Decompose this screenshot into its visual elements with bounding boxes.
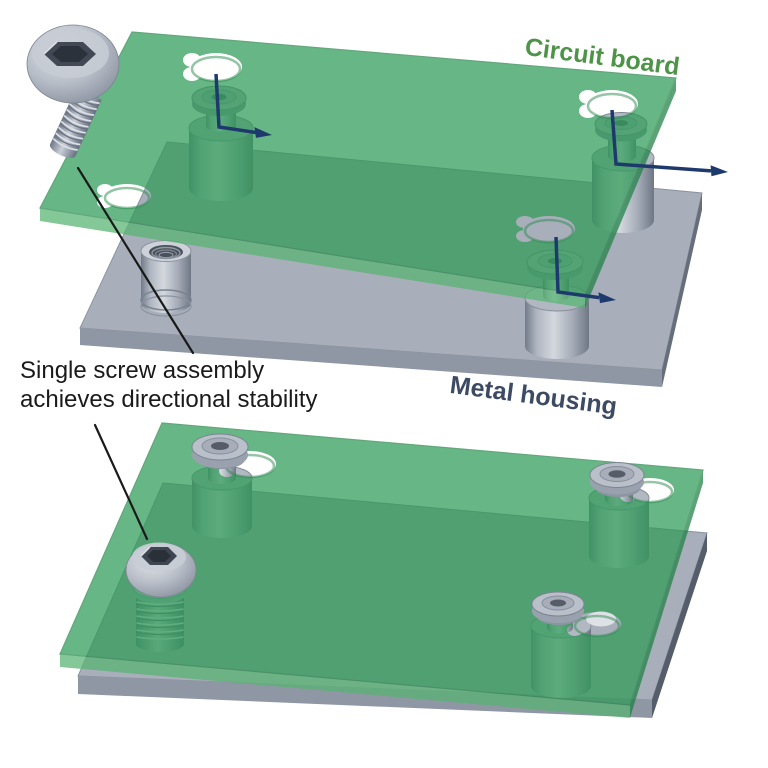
arrowhead-icon: [710, 165, 728, 177]
threaded-insert: [140, 240, 192, 317]
axis-arrowheads: [254, 127, 728, 304]
leader-line-to-assembled-screw: [93, 423, 149, 541]
circuit-board: [39, 31, 677, 308]
annotation-line-1: Single screw assembly: [20, 357, 265, 384]
arrowhead-icon: [598, 292, 616, 304]
axis-arrow-icon: [214, 73, 257, 135]
leader-line-to-screw: [76, 166, 195, 355]
board-front-face: [40, 208, 585, 308]
assembled-view: [59, 422, 708, 718]
board-side-face: [630, 470, 703, 718]
board-hole-rims: [103, 55, 638, 244]
plate-front-face: [80, 328, 662, 387]
annotation-callout: Single screw assembly achieves direction…: [20, 356, 317, 414]
standoff-head-right: [589, 462, 645, 497]
board-top-face: [40, 32, 676, 295]
circuit-board-bottom: [59, 422, 704, 718]
mounting-screw: [26, 24, 120, 158]
axis-arrow-icon: [610, 109, 712, 173]
board-top-face: [60, 423, 703, 705]
axis-arrow-icon: [554, 236, 600, 300]
axis-arrows: [214, 73, 712, 300]
board-hole: [523, 218, 575, 244]
exploded-view: [26, 24, 728, 387]
annotation-line-2: achieves directional stability: [20, 386, 318, 413]
leader-lines: [76, 166, 195, 541]
board-front-face: [60, 654, 630, 718]
screw-head: [26, 24, 120, 104]
screw-head-assembled: [125, 542, 197, 598]
board-hole: [103, 186, 151, 210]
standoff-head-topleft: [191, 433, 249, 469]
standoff-head-frontright: [531, 591, 585, 625]
plate-side-face: [652, 533, 707, 718]
board-side-face: [585, 78, 676, 308]
arrowhead-icon: [254, 127, 272, 138]
board-hole: [573, 614, 621, 638]
plate-side-face: [662, 193, 702, 387]
plate-front-face: [78, 676, 652, 718]
